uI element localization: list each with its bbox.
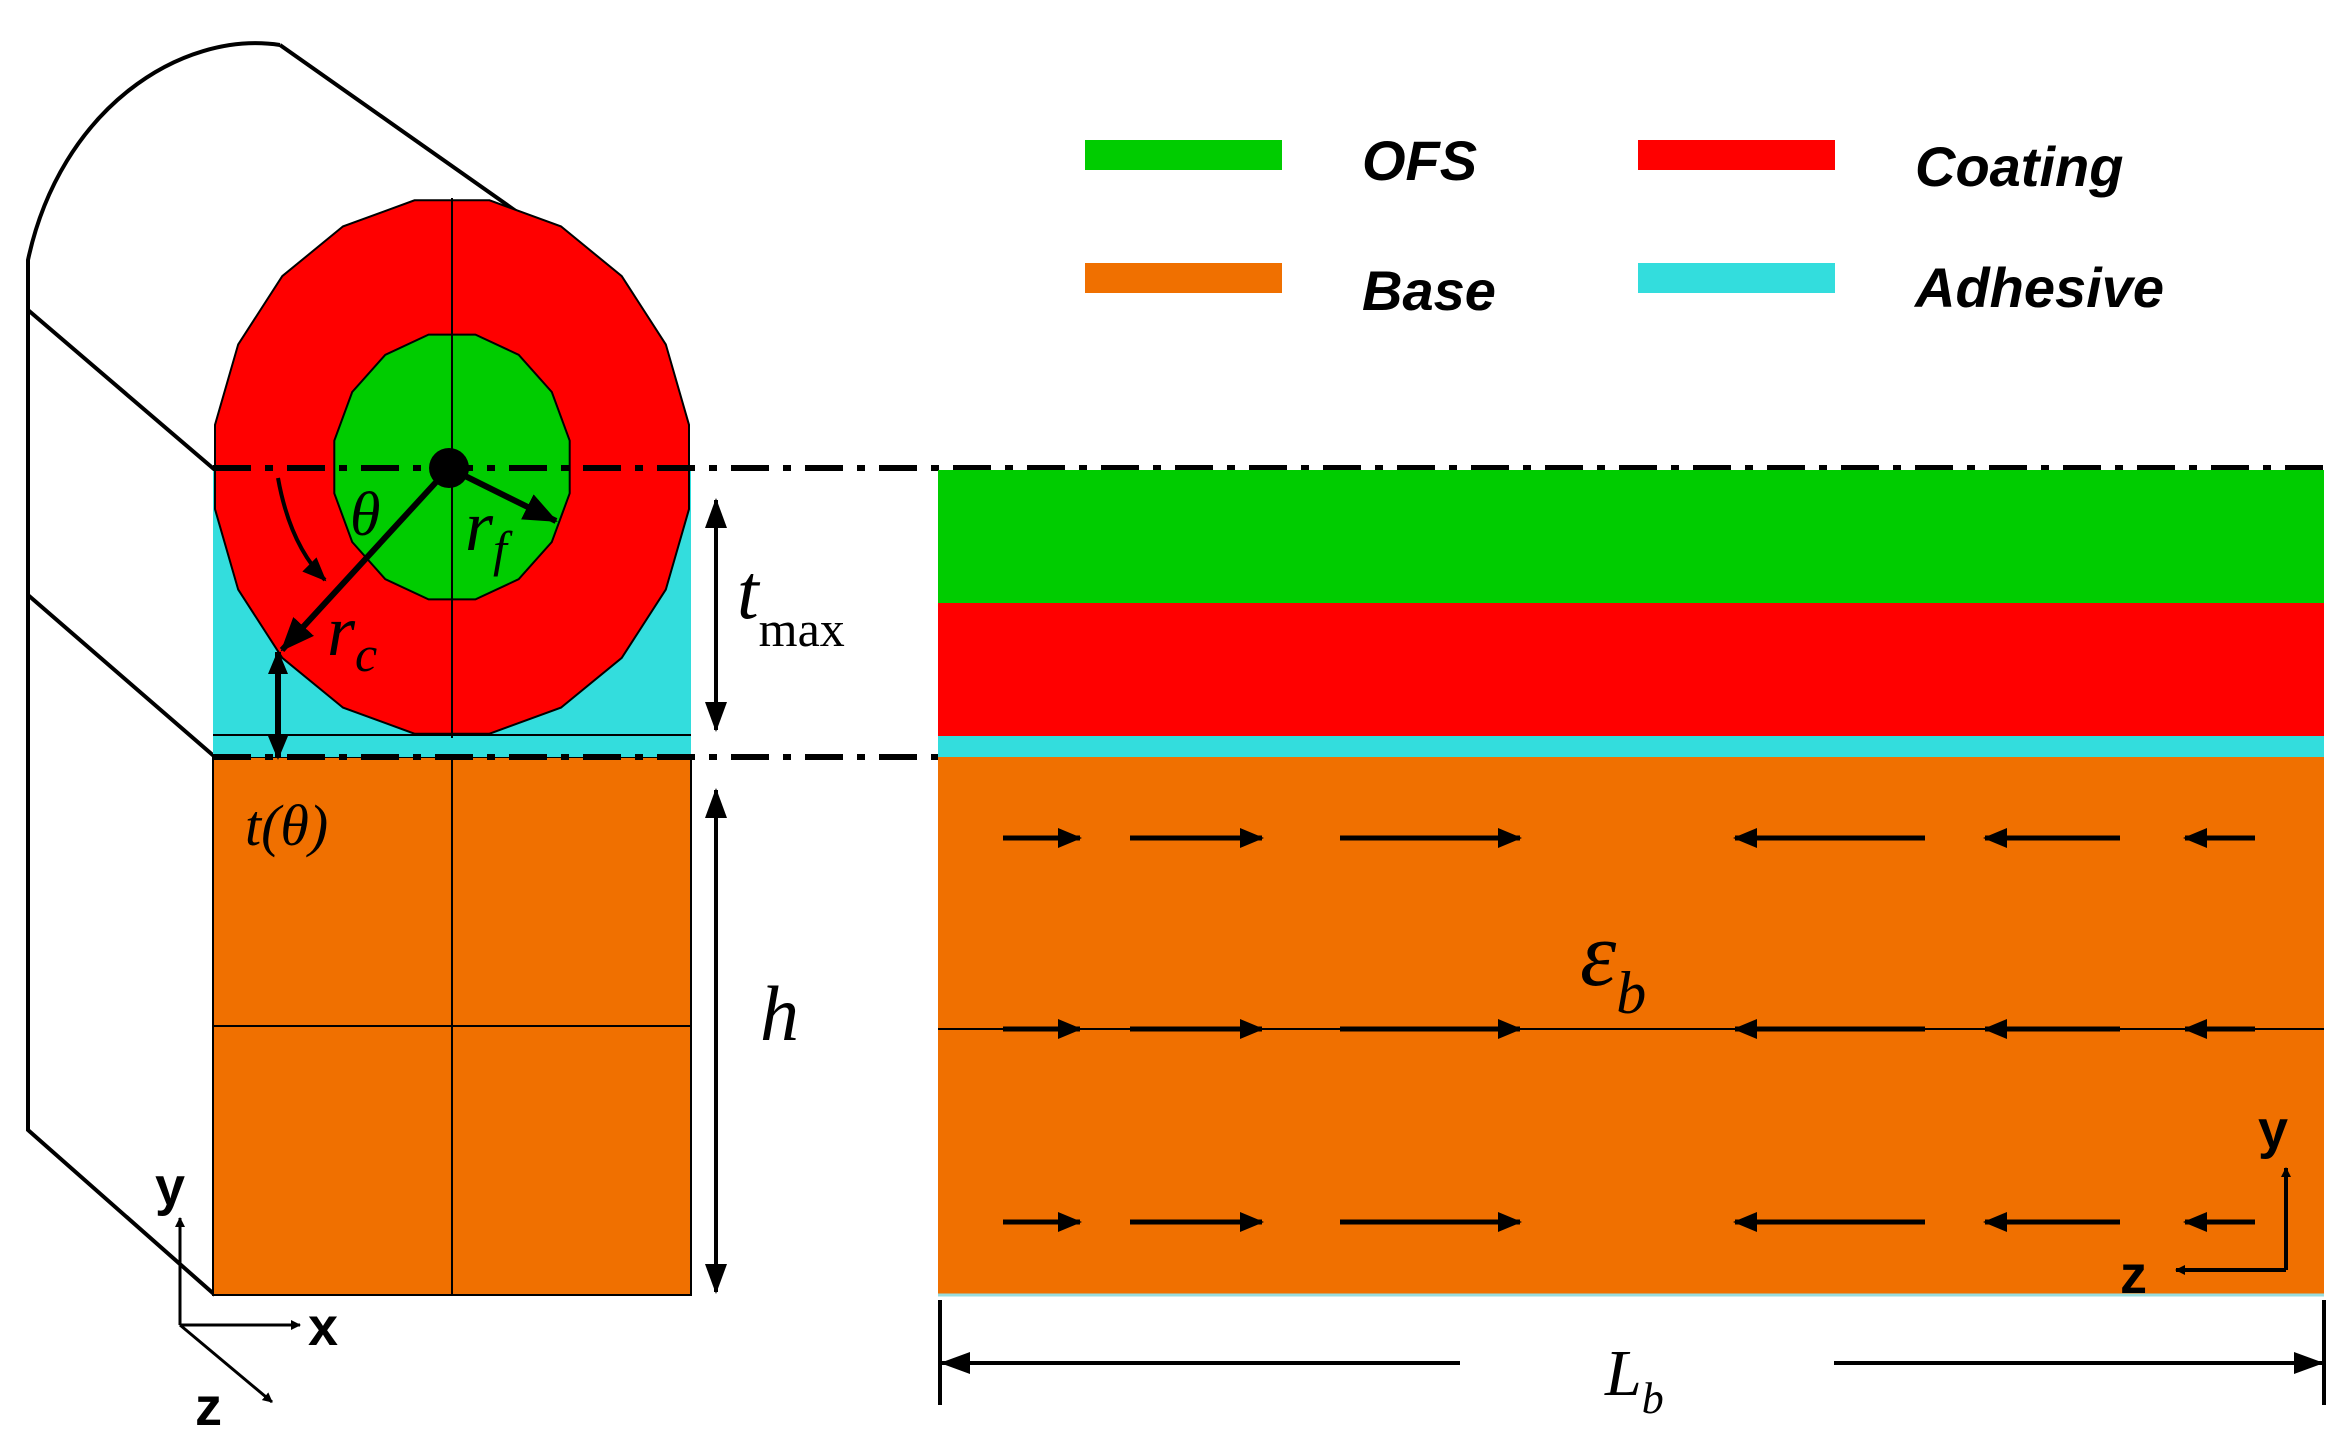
cylinder-edge-2 <box>26 593 217 759</box>
tmax-subscript: max <box>759 601 845 657</box>
legend: OFS Coating Base Adhesive <box>1085 129 2164 322</box>
left-z-axis <box>179 1323 273 1404</box>
t-theta-label: t(θ) <box>245 793 328 858</box>
left-x-label: x <box>308 1297 338 1357</box>
rc-subscript: c <box>355 626 377 682</box>
epsilon-subscript: b <box>1616 960 1646 1026</box>
rf-label: rf <box>465 486 513 577</box>
cylinder-back-outline <box>26 41 281 1297</box>
epsilon-label: εb <box>1580 903 1646 1026</box>
left-axis-triad: y x z <box>155 1157 338 1437</box>
legend-swatch-coating <box>1638 140 1835 170</box>
rf-arrow <box>447 465 558 524</box>
adhesive-layer <box>938 736 2324 757</box>
legend-swatch-ofs <box>1085 140 1282 170</box>
coating-layer <box>938 603 2324 736</box>
legend-label-coating: Coating <box>1915 135 2123 198</box>
legend-swatch-base <box>1085 263 1282 293</box>
rc-label: rc <box>327 591 377 682</box>
cylinder-edge-1 <box>26 308 217 472</box>
lb-subscript: b <box>1642 1374 1664 1423</box>
right-y-label: y <box>2258 1100 2288 1160</box>
rc-arrow <box>279 465 452 653</box>
longitudinal-section: εb y z Lb <box>938 470 2326 1423</box>
legend-label-adhesive: Adhesive <box>1913 256 2164 319</box>
base-layer <box>938 757 2324 1295</box>
legend-label-ofs: OFS <box>1362 129 1477 192</box>
strain-arrows <box>1003 828 2255 1232</box>
theta-arc-arrow <box>276 477 327 582</box>
left-y-label: y <box>155 1157 185 1217</box>
dimensions-left: tmax h <box>705 498 845 1294</box>
legend-swatch-adhesive <box>1638 263 1835 293</box>
lb-label: Lb <box>1604 1337 1664 1423</box>
legend-label-base: Base <box>1362 259 1496 322</box>
ofs-layer <box>938 470 2324 603</box>
cross-section-3d: θ rf rc t(θ) y x z <box>26 41 692 1437</box>
theta-label: θ <box>350 481 380 549</box>
left-z-label: z <box>195 1377 222 1437</box>
tmax-label: tmax <box>737 548 845 657</box>
right-z-label: z <box>2120 1245 2147 1305</box>
right-axis-triad: y z <box>2120 1100 2291 1305</box>
h-label: h <box>760 970 799 1057</box>
